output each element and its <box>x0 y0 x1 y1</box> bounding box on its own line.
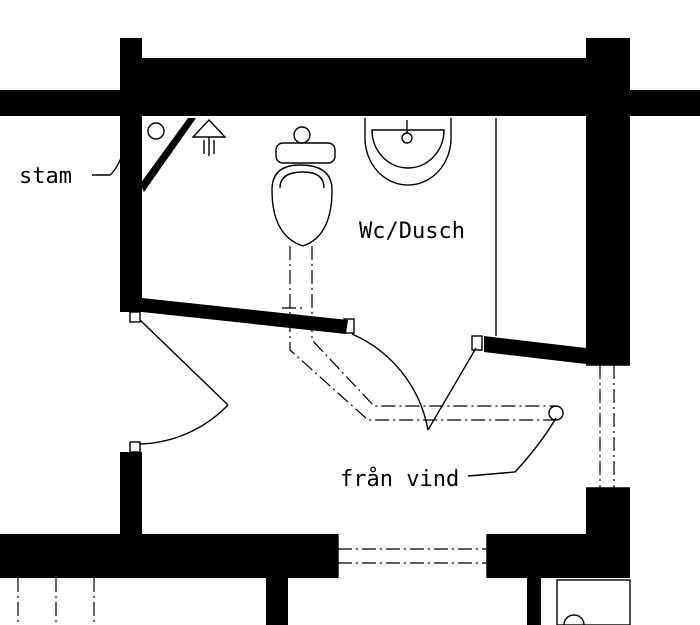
vent-pipe-icon <box>147 122 165 140</box>
partition-wall-right <box>484 336 586 364</box>
door-left <box>129 311 229 453</box>
door-right <box>343 318 483 431</box>
window-right <box>586 364 630 489</box>
left-wall-upper <box>120 80 142 312</box>
post-top-left <box>120 38 142 68</box>
partition-wall-left <box>142 298 348 334</box>
washbasin-icon <box>364 118 452 186</box>
post-top-right <box>586 38 630 68</box>
bottom-wall-left <box>0 534 338 578</box>
lower-post-left <box>266 578 288 625</box>
right-wall-upper <box>586 80 630 365</box>
room-label: Wc/Dusch <box>359 219 465 244</box>
walls <box>0 38 700 625</box>
stam-label: stam <box>19 164 72 189</box>
stam-leader <box>92 149 125 176</box>
fran-vind-leader <box>467 417 557 477</box>
top-wall-gap-left <box>0 58 120 90</box>
lower-post-right <box>527 578 541 625</box>
wc-icon <box>271 126 336 247</box>
left-wall-lower <box>120 452 142 542</box>
shower-icon <box>191 118 227 156</box>
top-wall-gap-right <box>630 58 700 90</box>
vent-duct <box>282 246 564 421</box>
window-bottom <box>337 534 488 578</box>
lower-room-fragment <box>17 578 631 625</box>
bottom-wall-right <box>487 534 630 578</box>
shaft-diagonal <box>140 118 196 192</box>
fran-vind-label: från vind <box>340 466 459 492</box>
